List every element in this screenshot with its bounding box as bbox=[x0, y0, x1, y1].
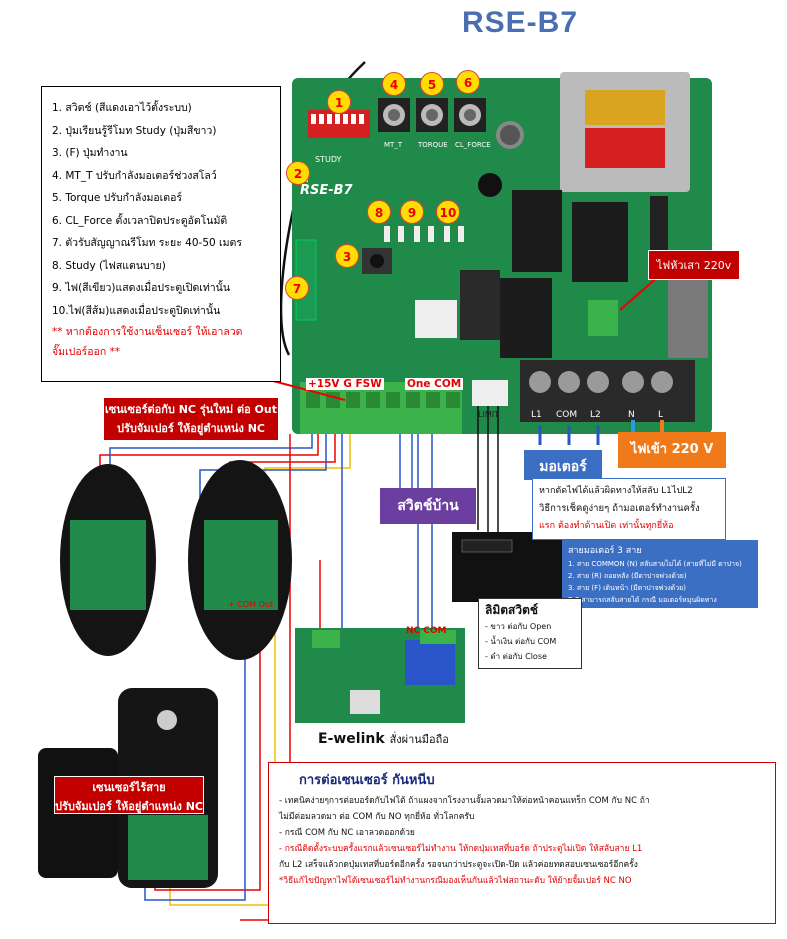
legend-warning: จั๊มเปอร์ออก ** bbox=[52, 346, 121, 358]
terminal-label-n: N bbox=[628, 410, 635, 420]
limit-switch-item: - ดำ ต่อกับ Close bbox=[485, 652, 547, 661]
terminal-label-l: L bbox=[658, 410, 664, 420]
marker-9: 9 bbox=[400, 200, 424, 224]
diagram-title: RSE-B7 bbox=[462, 6, 579, 39]
knob-label-torque: TORQUE bbox=[418, 141, 448, 149]
legend-item: 6. CL_Force ตั้งเวลาปิดประตูอัตโนมัติ bbox=[52, 214, 228, 227]
marker-10: 10 bbox=[436, 200, 460, 224]
limit-switch-item: - ขาว ต่อกับ Open bbox=[485, 622, 552, 631]
legend-item: 5. Torque ปรับกำลังมอเตอร์ bbox=[52, 192, 183, 204]
terminal-labels-left: +15V G FSW bbox=[306, 378, 384, 390]
relay bbox=[572, 202, 628, 282]
motor-label: มอเตอร์ bbox=[522, 448, 604, 482]
sensor-note-box: การต่อเซนเซอร์ กันหนีบ - เทคนิคง่ายๆการต… bbox=[268, 762, 776, 924]
legend-item: 1. สวิตช์ (สีแดงเอาไว้ตั้งระบบ) bbox=[52, 102, 192, 114]
motor-wires-box: สายมอเตอร์ 3 สาย 1. สาย COMMON (N) สลับส… bbox=[562, 540, 758, 608]
marker-2: 2 bbox=[286, 161, 310, 185]
motor-wires-title: สายมอเตอร์ 3 สาย bbox=[568, 546, 642, 556]
nc-com-label: NC COM bbox=[406, 626, 447, 636]
terminal-label-l2: L2 bbox=[590, 410, 601, 420]
limit-switch-item: - น้ำเงิน ต่อกับ COM bbox=[485, 637, 557, 646]
motor-wire-item: 1. สาย COMMON (N) สลับสายไม่ได้ (สายที่ไ… bbox=[568, 560, 742, 568]
board-model-label: RSE-B7 bbox=[300, 183, 353, 198]
legend-item: 9. ไฟ(สีเขียว)แสดงเมื่อประตูเปิดเท่านั้น bbox=[52, 282, 231, 294]
limit-switch-box: ลิมิตสวิตช์ - ขาว ต่อกับ Open - น้ำเงิน … bbox=[478, 598, 582, 669]
marker-7: 7 bbox=[285, 276, 309, 300]
motor-note-line: แรก ต้องทำด้านเปิด เท่านั้นทุกยี่ห้อ bbox=[539, 521, 674, 531]
wireless-sensor-line: เซนเซอร์ไร้สาย bbox=[92, 781, 166, 794]
marker-8: 8 bbox=[367, 200, 391, 224]
home-switch-label: สวิตช์บ้าน bbox=[380, 488, 476, 524]
motor-wire-item: 2. สาย (R) ถอยหลัง (มีตาปาจพ่วงด้วย) bbox=[568, 572, 687, 580]
wireless-sensor-line: ปรับจัมเปอร์ ให้อยู่ตำแหน่ง NC bbox=[55, 800, 203, 813]
limit-label: LIMIT bbox=[478, 410, 499, 419]
sensor-nc-line: ปรับจัมเปอร์ ให้อยู่ตำแหน่ง NC bbox=[117, 422, 265, 435]
sensor-note-red-line: *วิธีแก้ไขปัญหาไฟโต้เซนเซอร์ไม่ทำงานกรณี… bbox=[279, 876, 632, 886]
limit-switch-title: ลิมิตสวิตช์ bbox=[485, 603, 539, 617]
legend-item: 2. ปุ่มเรียนรู้รีโมท Study (ปุ่มสีขาว) bbox=[52, 124, 217, 137]
study-label: STUDY bbox=[315, 155, 342, 164]
legend-item: 10.ไฟ(สีส้ม)แสดงเมื่อประตูปิดเท่านั้น bbox=[52, 304, 221, 317]
knobs bbox=[378, 98, 486, 132]
sensor-note-red-line: - กรณีติดตั้งระบบครั้งแรกแล้วเซนเซอร์ไม่… bbox=[279, 844, 643, 854]
marker-1: 1 bbox=[327, 90, 351, 114]
legend-box: 1. สวิตช์ (สีแดงเอาไว้ตั้งระบบ) 2. ปุ่มเ… bbox=[41, 86, 281, 382]
motor-note-line: วิธีการเช็คดูง่ายๆ ถ้ามอเตอร์ทำงานครั้ง bbox=[539, 503, 700, 514]
ewelink-label: E-welink สั่งผ่านมือถือ bbox=[318, 730, 449, 748]
relay bbox=[500, 278, 552, 358]
terminal-label-l1: L1 bbox=[531, 410, 542, 420]
marker-6: 6 bbox=[456, 70, 480, 94]
sensor-note-line: กับ L2 เสร็จแล้วกดปุ่มเทสที่บอร์ดอีกครั้… bbox=[279, 860, 638, 870]
legend-warning: ** หากต้องการใช้งานเซ็นเซอร์ ให้เอาลวด bbox=[52, 326, 243, 338]
sensor-note-title: การต่อเซนเซอร์ กันหนีบ bbox=[299, 773, 435, 788]
sensor-nc-line: เซนเซอร์ต่อกับ NC รุ่นใหม่ ต่อ Out bbox=[105, 403, 277, 416]
motor-note-box: หากตัดไฟได้แล้วผิดทางให้สลับ L1ไปL2 วิธี… bbox=[532, 478, 726, 540]
legend-item: 3. (F) ปุ่มทำงาน bbox=[52, 147, 128, 159]
pole-light-label: ไฟหัวเสา 220v bbox=[648, 250, 740, 280]
com-out-label: + COM Out bbox=[228, 600, 274, 609]
sensor-note-line: ไม่มีต่อมลวดมา ต่อ COM กับ NO ทุกยี่ห้อ … bbox=[279, 812, 475, 822]
wireless-sensor-box: เซนเซอร์ไร้สาย ปรับจัมเปอร์ ให้อยู่ตำแหน… bbox=[54, 776, 204, 814]
sensor-note-line: - เทคนิคง่ายๆการต่อบอร์ดกับไฟโต้ ถ้าแผงจ… bbox=[279, 796, 650, 806]
legend-item: 7. ตัวรับสัญญาณรีโมท ระยะ 40-50 เมตร bbox=[52, 237, 242, 249]
marker-3: 3 bbox=[335, 244, 359, 268]
sensor-nc-box: เซนเซอร์ต่อกับ NC รุ่นใหม่ ต่อ Out ปรับจ… bbox=[104, 398, 278, 440]
knob-label-mt: MT_T bbox=[384, 141, 403, 149]
motor-note-line: หากตัดไฟได้แล้วผิดทางให้สลับ L1ไปL2 bbox=[539, 486, 693, 496]
power-in-label: ไฟเข้า 220 V bbox=[618, 432, 726, 468]
sensor-note-line: - กรณี COM กับ NC เอาลวดออกด้วย bbox=[279, 828, 415, 838]
marker-4: 4 bbox=[382, 72, 406, 96]
terminal-label-com: COM bbox=[556, 410, 578, 420]
legend-item: 4. MT_T ปรับกำลังมอเตอร์ช่วงสโลว์ bbox=[52, 169, 217, 182]
ewelink-sub: สั่งผ่านมือถือ bbox=[389, 733, 449, 746]
knob-label-clforce: CL_FORCE bbox=[455, 141, 491, 149]
legend-item: 8. Study (ไฟสแตนบาย) bbox=[52, 259, 166, 272]
motor-wire-item: 3. สาย (F) เดินหน้า (มีตาปาจพ่วงด้วย) bbox=[568, 584, 686, 592]
ewelink-name: E-welink bbox=[318, 731, 385, 747]
motor-wire-item: R F สามารถสลับสายได้ กรณี มอเตอร์หมุนผิด… bbox=[568, 596, 717, 604]
marker-5: 5 bbox=[420, 72, 444, 96]
terminal-labels-mid: One COM bbox=[405, 378, 464, 390]
relay bbox=[512, 190, 562, 272]
